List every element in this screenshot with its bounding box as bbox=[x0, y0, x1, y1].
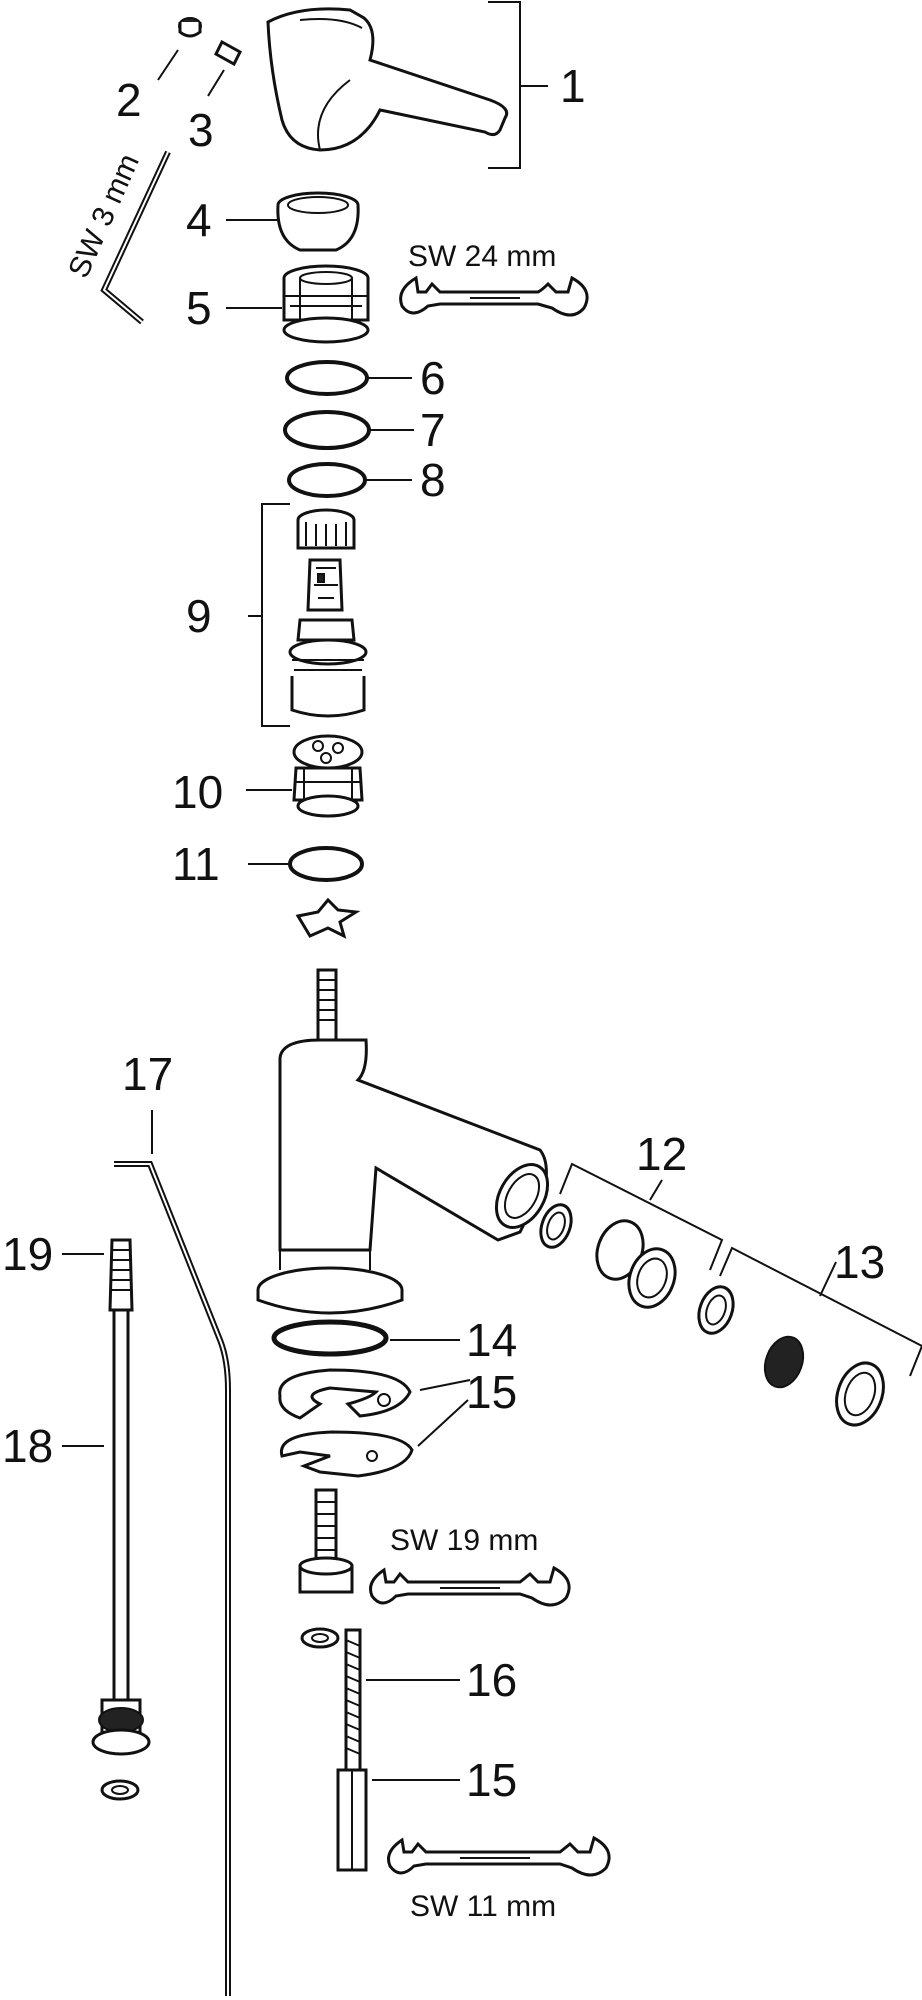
bracket-1 bbox=[488, 1, 548, 169]
bracket-12 bbox=[559, 1162, 724, 1271]
pop-up-rod bbox=[114, 1161, 231, 1996]
small-washer bbox=[300, 1627, 340, 1649]
bracket-9 bbox=[248, 503, 290, 727]
wrench-size-24: SW 24 mm bbox=[408, 240, 556, 273]
o-ring-7 bbox=[283, 410, 371, 450]
wrench-size-19: SW 19 mm bbox=[390, 1524, 538, 1557]
cover-ring bbox=[276, 191, 360, 252]
label-10: 10 bbox=[172, 766, 223, 818]
label-4: 4 bbox=[186, 194, 212, 246]
wrench-19-icon bbox=[369, 1565, 571, 1607]
faucet-body bbox=[256, 968, 550, 1315]
label-9: 9 bbox=[186, 590, 212, 642]
wrench-size-hex: SW 3 mm bbox=[62, 149, 146, 283]
label-11: 11 bbox=[172, 838, 220, 890]
label-16: 16 bbox=[466, 1654, 517, 1706]
bracket-13 bbox=[719, 1246, 922, 1377]
valve-insert bbox=[292, 734, 364, 818]
threaded-stud bbox=[298, 1488, 354, 1594]
label-1: 1 bbox=[560, 60, 586, 112]
wrench-size-11: SW 11 mm bbox=[410, 1890, 556, 1923]
threaded-rod bbox=[344, 1628, 362, 1772]
label-7: 7 bbox=[420, 404, 446, 456]
horseshoe-washers bbox=[278, 1368, 414, 1478]
hex-key-icon bbox=[100, 150, 171, 325]
label-18: 18 bbox=[2, 1420, 53, 1472]
connector-sleeve bbox=[336, 1768, 368, 1872]
label-15a: 15 bbox=[466, 1366, 517, 1418]
label-3: 3 bbox=[188, 104, 214, 156]
label-8: 8 bbox=[420, 454, 446, 506]
wrench-11-icon bbox=[387, 1835, 611, 1877]
label-5: 5 bbox=[186, 282, 212, 334]
cover-cap bbox=[214, 39, 242, 67]
supply-hose bbox=[91, 1238, 151, 1801]
label-13: 13 bbox=[834, 1236, 885, 1288]
gasket-14 bbox=[271, 1319, 389, 1357]
label-19: 19 bbox=[2, 1228, 53, 1280]
wrench-24-icon bbox=[399, 275, 589, 317]
label-15c: 15 bbox=[466, 1754, 517, 1806]
cartridge-nut bbox=[282, 264, 370, 344]
grub-screw bbox=[178, 17, 202, 38]
handle-lever bbox=[266, 7, 509, 152]
aerator bbox=[697, 1285, 885, 1427]
label-12: 12 bbox=[636, 1128, 687, 1180]
seal-ring-11 bbox=[288, 846, 364, 882]
label-17: 17 bbox=[122, 1048, 173, 1100]
label-6: 6 bbox=[420, 352, 446, 404]
o-ring-8 bbox=[287, 462, 367, 498]
label-14: 14 bbox=[466, 1314, 517, 1366]
retaining-clip bbox=[295, 897, 361, 939]
cartridge bbox=[288, 508, 368, 718]
aerator-housing bbox=[539, 1203, 677, 1309]
label-2: 2 bbox=[116, 74, 142, 126]
o-ring-6 bbox=[285, 360, 369, 396]
